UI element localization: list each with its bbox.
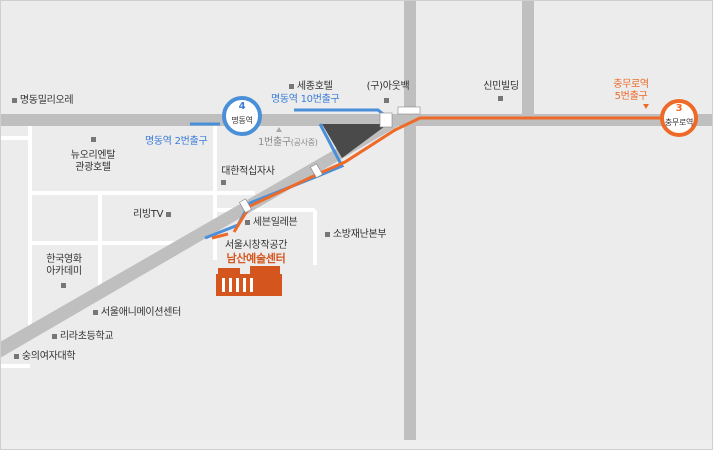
destination-building-icon: [216, 266, 282, 296]
landmark-marker-icon: [221, 180, 226, 185]
landmark-animation-center-label: 서울애니메이션센터: [100, 307, 181, 318]
landmark-marker-icon: [289, 83, 294, 89]
landmark-living-tv-label: 리빙TV: [133, 209, 164, 220]
destination-line2[interactable]: 남산예술센터: [226, 252, 286, 265]
chungmuro-station-marker: [660, 99, 698, 137]
landmark-marker-icon: [384, 98, 389, 103]
landmark-marker-icon: [91, 137, 96, 142]
landmark-new-orient-line2: 관광호텔: [75, 162, 111, 173]
exit-label-chungmuro-5-line2: 5번출구: [614, 91, 648, 102]
exit-1-arrow-icon: [276, 127, 282, 132]
landmark-marker-icon: [93, 309, 98, 315]
landmark-sejong-hotel-label: 세종호텔: [296, 81, 333, 92]
landmark-fire-hq-label: 소방재난본부: [332, 229, 387, 240]
destination-line1: 서울시창작공간: [224, 240, 288, 251]
landmark-marker-icon: [498, 96, 503, 101]
landmark-marker-icon: [61, 283, 66, 288]
myeongdong-station-marker: [222, 96, 262, 136]
exit-label-myeongdong-10: 명동역 10번출구: [271, 94, 340, 105]
myeongdong-line-number: 4: [238, 101, 246, 112]
landmark-marker-icon: [166, 211, 172, 217]
landmark-marker-icon: [14, 353, 19, 359]
plaza-triangle: [322, 124, 388, 158]
chungmuro-station-name[interactable]: 충무로역: [664, 118, 694, 127]
exit-label-1: 1번출구(공사중): [258, 137, 318, 149]
landmark-marker-icon: [245, 219, 250, 225]
landmark-animation-center: 서울애니메이션센터: [93, 307, 181, 319]
landmark-milliore-label: 명동밀리오레: [19, 95, 74, 106]
exit-label-1-note: (공사중): [290, 138, 318, 147]
myeongdong-station-name[interactable]: 명동역: [231, 116, 253, 125]
landmark-film-academy-line1: 한국영화: [46, 254, 82, 265]
landmark-marker-icon: [12, 97, 17, 103]
exit-label-chungmuro-5-line1: 충무로역: [613, 79, 649, 90]
landmark-living-tv: 리빙TV: [133, 209, 172, 221]
landmark-marker-icon: [52, 333, 57, 339]
landmark-sungeui-college: 숭의여자대학: [14, 351, 76, 363]
crosswalks: [238, 106, 421, 214]
landmark-milliore: 명동밀리오레: [12, 95, 74, 107]
landmark-new-orient-line1: 뉴오리엔탈: [70, 150, 116, 161]
exit-pointer-icon: [643, 104, 649, 109]
landmark-sungeui-college-label: 숭의여자대학: [21, 351, 76, 362]
landmark-lira-school: 리라초등학교: [52, 331, 114, 343]
chungmuro-line-number: 3: [675, 103, 683, 114]
landmark-seven-eleven-label: 세븐일레븐: [252, 217, 298, 228]
destination-building-windows: [222, 278, 253, 292]
exit-label-myeongdong-2: 명동역 2번출구: [145, 136, 208, 147]
landmark-sejong-hotel: 세종호텔: [289, 81, 333, 93]
landmark-shinmin: 신민빌딩: [483, 81, 519, 92]
landmark-outback: (구)아웃백: [366, 81, 410, 92]
landmark-seven-eleven: 세븐일레븐: [245, 217, 298, 229]
landmark-red-cross: 대한적십자사: [221, 166, 275, 177]
orange-route: [211, 116, 672, 240]
exit-label-1-text: 1번출구: [258, 137, 291, 148]
landmark-marker-icon: [325, 231, 330, 237]
landmark-film-academy-line2: 아카데미: [46, 266, 82, 277]
landmark-lira-school-label: 리라초등학교: [59, 331, 114, 342]
landmark-fire-hq: 소방재난본부: [325, 229, 387, 241]
